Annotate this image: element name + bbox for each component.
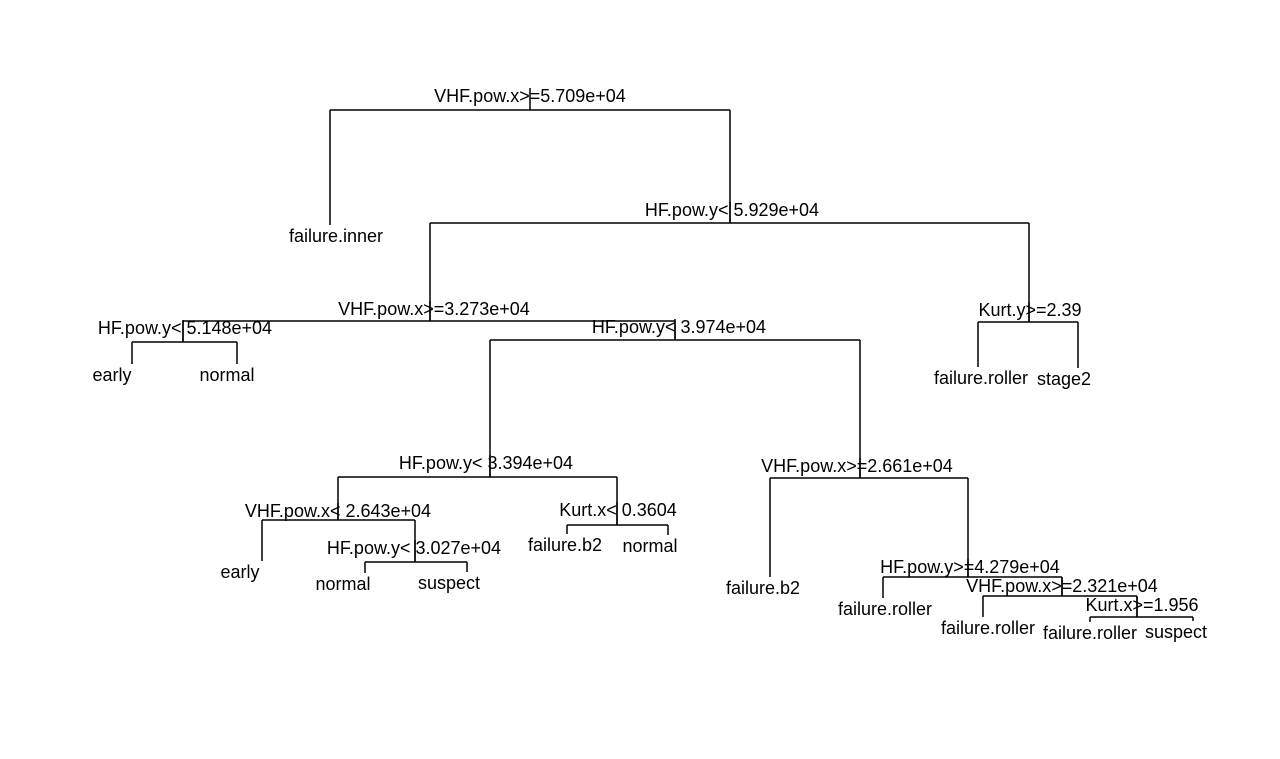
tree-node-label-root-split: VHF.pow.x>=5.709e+04 xyxy=(434,86,626,106)
tree-node-label-froller3-leaf: failure.roller xyxy=(940,618,1036,638)
tree-node-label-kurtx1956-split: Kurt.x>=1.956 xyxy=(1085,595,1199,615)
tree-node-label-hf5148-split: HF.pow.y< 5.148e+04 xyxy=(97,318,273,338)
tree-node-label-failb2b-leaf: failure.b2 xyxy=(725,578,801,598)
tree-node-label-hf3027-split: HF.pow.y< 3.027e+04 xyxy=(326,538,502,558)
tree-node-label-vhf2661-split: VHF.pow.x>=2.661e+04 xyxy=(761,456,953,476)
tree-node-label-froller2-leaf: failure.roller xyxy=(837,599,933,619)
tree-node-label-vhf3273-split: VHF.pow.x>=3.273e+04 xyxy=(338,299,530,319)
tree-node-label-froller4-leaf: failure.roller xyxy=(1042,623,1138,643)
tree-node-label-failb2a-leaf: failure.b2 xyxy=(527,535,603,555)
tree-node-label-frkurt-leaf: failure.roller xyxy=(933,368,1029,388)
tree-node-label-hf4279-split: HF.pow.y>=4.279e+04 xyxy=(880,557,1060,577)
tree-node-label-normal2-leaf: normal xyxy=(315,574,371,594)
tree-node-label-normal1-leaf: normal xyxy=(199,365,255,385)
tree-node-label-early2-leaf: early xyxy=(220,562,260,582)
tree-node-label-hf5929-split: HF.pow.y< 5.929e+04 xyxy=(644,200,820,220)
tree-node-label-hf3974-split: HF.pow.y< 3.974e+04 xyxy=(591,317,767,337)
tree-node-label-early1-leaf: early xyxy=(92,365,132,385)
tree-node-label-vhf2643-split: VHF.pow.x< 2.643e+04 xyxy=(244,501,432,521)
tree-node-label-suspect2-leaf: suspect xyxy=(1144,622,1208,642)
tree-node-label-normal3-leaf: normal xyxy=(622,536,678,556)
tree-node-label-hf3394-split: HF.pow.y< 3.394e+04 xyxy=(398,453,574,473)
tree-node-label-kurtx036-split: Kurt.x< 0.3604 xyxy=(559,500,677,520)
tree-node-label-stage2-leaf: stage2 xyxy=(1036,369,1092,389)
tree-node-label-vhf2321-split: VHF.pow.x>=2.321e+04 xyxy=(966,576,1158,596)
tree-node-label-failinner-leaf: failure.inner xyxy=(288,226,384,246)
tree-node-label-suspect1-leaf: suspect xyxy=(417,573,481,593)
tree-node-label-kurty239-split: Kurt.y>=2.39 xyxy=(978,300,1082,320)
